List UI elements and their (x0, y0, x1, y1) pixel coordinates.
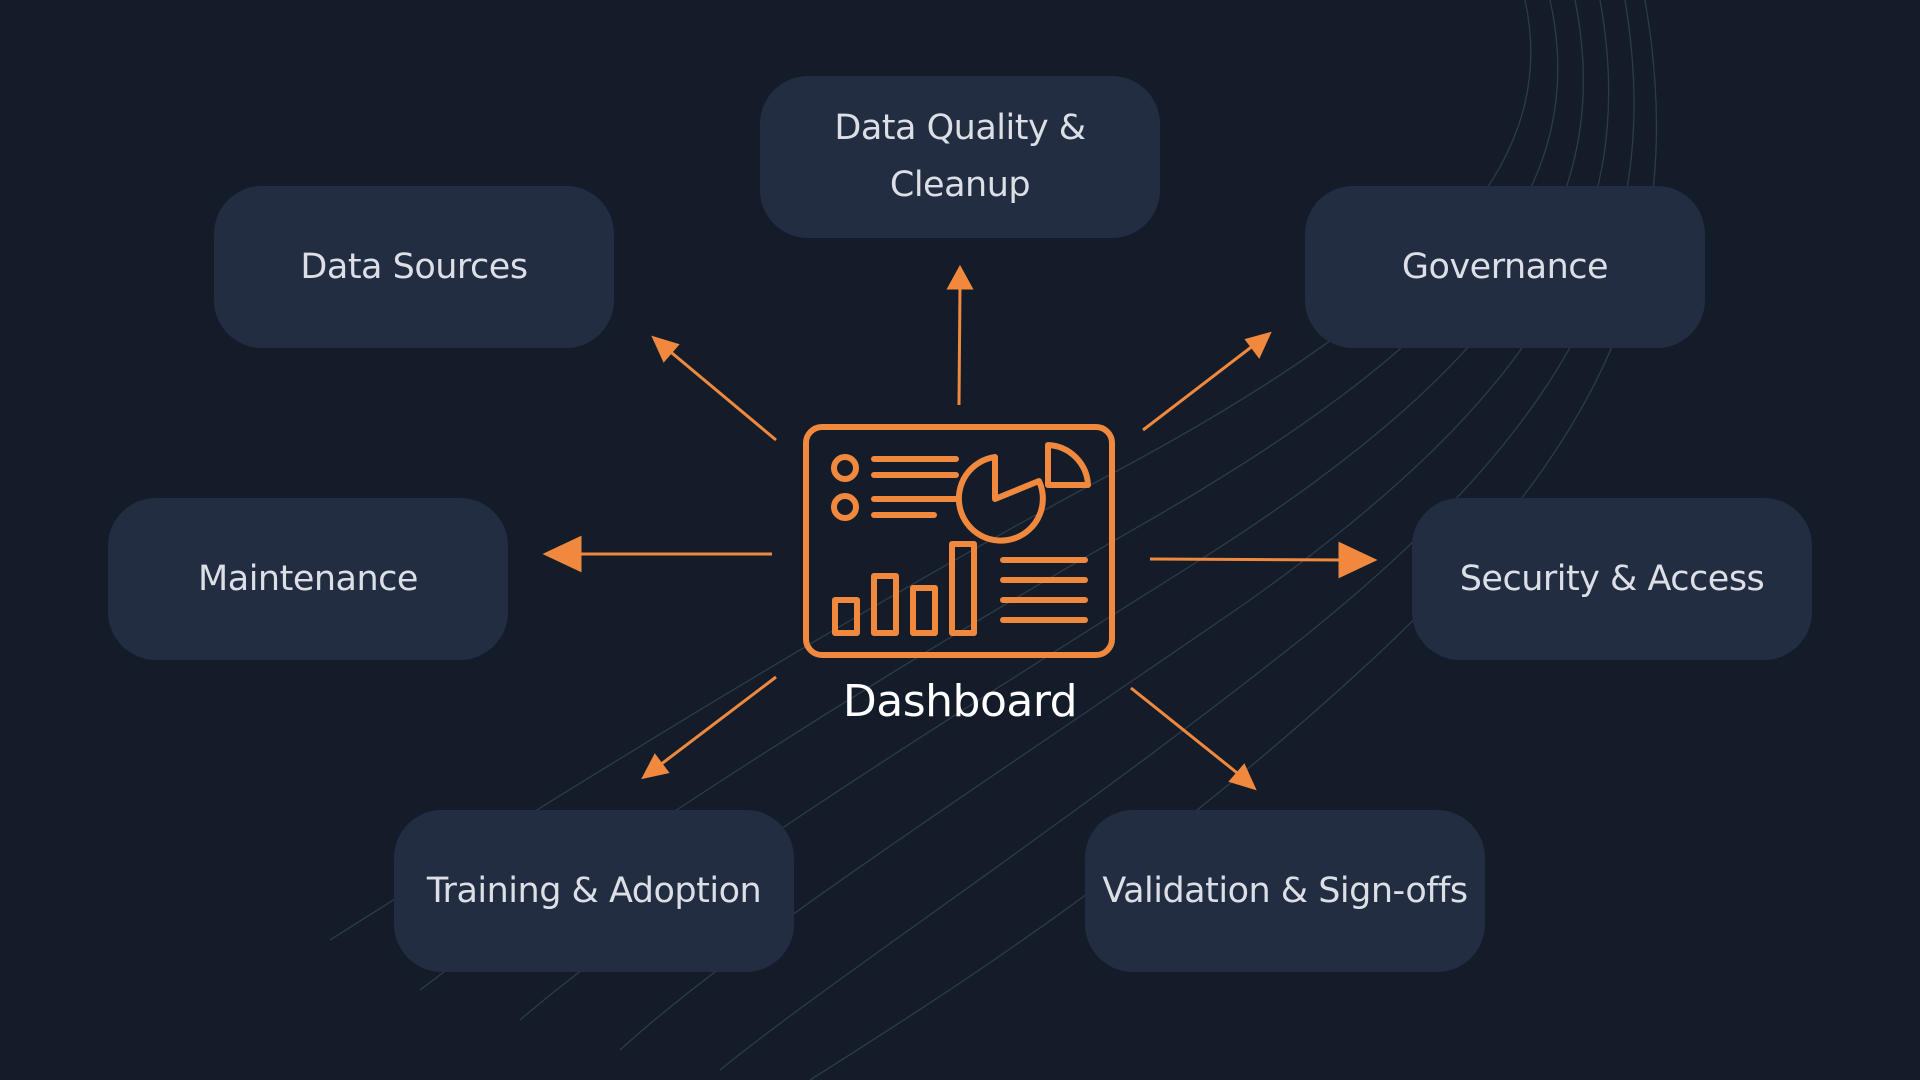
arrow-to-validation (1130, 686, 1242, 778)
node-validation-signoffs: Validation & Sign-offs (1085, 810, 1485, 972)
node-data-quality-label: Data Quality & Cleanup (834, 108, 1086, 205)
node-maintenance-label: Maintenance (198, 558, 418, 599)
node-data-sources: Data Sources (214, 186, 614, 348)
arrow-to-governance (1142, 343, 1255, 432)
node-maintenance: Maintenance (108, 498, 508, 660)
dashboard-icon (803, 424, 1115, 658)
arrow-to-data-sources (665, 346, 777, 442)
arrow-to-data-quality (957, 283, 962, 406)
arrow-to-training (659, 675, 777, 767)
node-governance: Governance (1305, 186, 1705, 348)
dashboard-title: Dashboard (842, 676, 1078, 727)
node-governance-label: Governance (1401, 246, 1609, 287)
node-training-adoption-label: Training & Adoption (426, 870, 762, 911)
node-data-sources-label: Data Sources (300, 246, 528, 287)
node-security-access: Security & Access (1412, 498, 1812, 660)
node-training-adoption: Training & Adoption (394, 810, 794, 972)
arrow-to-security (1149, 557, 1346, 562)
node-validation-signoffs-label: Validation & Sign-offs (1102, 870, 1468, 911)
node-data-quality: Data Quality & Cleanup (760, 76, 1160, 238)
node-security-access-label: Security & Access (1459, 558, 1765, 599)
